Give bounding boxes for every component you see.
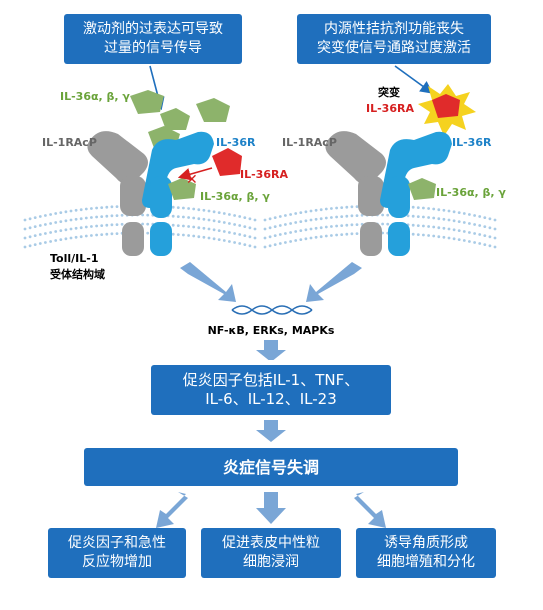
lower-arrows — [156, 420, 386, 528]
bound-ligand-right — [408, 178, 436, 200]
il36ra-antagonist-left — [212, 148, 242, 176]
outcome-2-line-1: 促进表皮中性粒 — [222, 535, 320, 551]
tir-domain-label-1: Toll/IL-1 — [50, 252, 98, 265]
dysregulation-label: 炎症信号失调 — [222, 457, 319, 477]
cytokine-line-1: 促炎因子包括IL-1、TNF、 — [182, 371, 360, 389]
outcome-1-line-2: 反应物增加 — [82, 554, 152, 570]
il36ra-label-left: IL-36RA — [240, 168, 288, 181]
block-cross-icon: ✕ — [186, 172, 198, 188]
bound-ligand-label-right: IL-36α, β, γ — [436, 186, 506, 199]
mutation-pointer-arrow — [394, 65, 434, 94]
il1racp-label-right: IL-1RAcP — [282, 136, 337, 149]
mutation-label: 突变 — [378, 85, 400, 99]
proinflammatory-cytokines-box: 促炎因子包括IL-1、TNF、 IL-6、IL-12、IL-23 — [151, 365, 391, 415]
agonist-box-line-2: 过量的信号传导 — [104, 40, 202, 56]
signaling-diagram: ✕ IL-36α, β, γ IL-1RAcP IL-36R IL-36RA I… — [23, 65, 506, 360]
arrow-to-outcome-1 — [156, 492, 188, 528]
outcome-box-keratinocyte-proliferation: 诱导角质形成 细胞增殖和分化 — [356, 528, 496, 578]
converging-arrows — [180, 262, 362, 302]
ligand-label-left: IL-36α, β, γ — [60, 90, 130, 103]
outcome-3-line-2: 细胞增殖和分化 — [377, 554, 475, 570]
il1racp-label-left: IL-1RAcP — [42, 136, 97, 149]
outcome-1-line-1: 促炎因子和急性 — [68, 535, 166, 551]
il1racp-receptor-right — [325, 131, 386, 256]
arrow-to-outcome-3 — [354, 492, 386, 528]
arrow-to-cytokines — [256, 340, 286, 360]
outcome-box-acute-reactants: 促炎因子和急性 反应物增加 — [48, 528, 186, 578]
antagonist-box-line-1: 内源性拮抗剂功能丧失 — [324, 21, 464, 37]
il36r-receptor-right — [380, 131, 452, 256]
signaling-pathways-label: NF-κB, ERKs, MAPKs — [208, 324, 335, 337]
il36r-receptor-left — [142, 131, 214, 256]
cytokine-line-2: IL-6、IL-12、IL-23 — [205, 390, 337, 408]
free-ligands-left — [130, 90, 230, 148]
arrow-to-dysregulation — [256, 420, 286, 442]
tir-domain-label-2: 受体结构域 — [50, 267, 105, 281]
bound-ligand-left — [168, 178, 196, 200]
il36r-label-right: IL-36R — [452, 136, 492, 149]
agonist-overexpression-box: 激动剂的过表达可导致 过量的信号传导 — [64, 14, 242, 64]
outcome-box-neutrophil-infiltration: 促进表皮中性粒 细胞浸润 — [201, 528, 341, 578]
il36r-label-left: IL-36R — [216, 136, 256, 149]
il36ra-mutant-right — [432, 94, 460, 118]
il36ra-label-right: IL-36RA — [366, 102, 414, 115]
agonist-box-line-1: 激动剂的过表达可导致 — [83, 21, 223, 37]
il1racp-receptor-left — [87, 131, 148, 256]
arrow-to-outcome-2 — [256, 492, 286, 524]
bound-ligand-label-left: IL-36α, β, γ — [200, 190, 270, 203]
inflammatory-dysregulation-box: 炎症信号失调 — [84, 448, 458, 486]
outcome-2-line-2: 细胞浸润 — [243, 554, 299, 570]
antagonist-box-line-2: 突变使信号通路过度激活 — [317, 40, 471, 56]
il36ra-blocked-arrow — [177, 167, 213, 181]
cell-membrane-left — [23, 204, 497, 249]
dna-helix-icon — [231, 305, 313, 315]
antagonist-loss-box: 内源性拮抗剂功能丧失 突变使信号通路过度激活 — [297, 14, 491, 64]
outcome-3-line-1: 诱导角质形成 — [384, 535, 468, 551]
